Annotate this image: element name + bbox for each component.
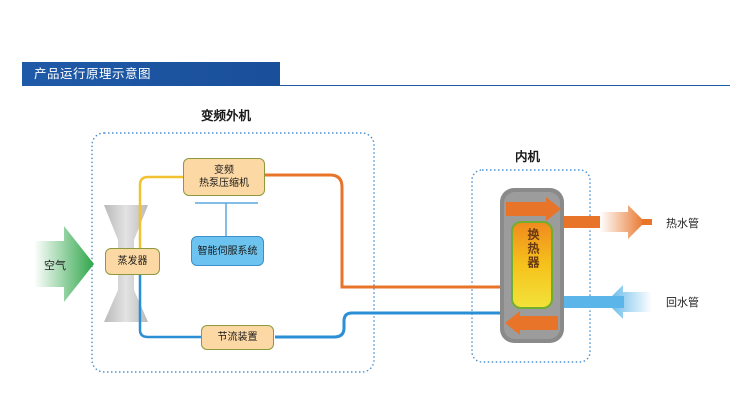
liquid-return-line <box>138 270 201 339</box>
tank-return-arrow <box>505 311 558 335</box>
header-divider <box>280 85 730 86</box>
servo-system-label: 智能伺服系统 <box>197 245 258 257</box>
compressor-label-line1: 变频 <box>214 165 234 176</box>
discharge-line <box>265 173 514 289</box>
return-water-pipe-label: 回水管 <box>666 296 699 309</box>
tank-hot-arrow <box>506 197 561 221</box>
heat-exchanger-core <box>511 221 553 309</box>
compressor-label-line2: 热泵压缩机 <box>199 178 249 189</box>
inner-unit-title: 内机 <box>515 149 541 164</box>
servo-system-box: 智能伺服系统 <box>191 236 264 266</box>
suction-line <box>138 175 184 258</box>
page-title: 产品运行原理示意图 <box>34 66 152 81</box>
inner-unit-frame <box>471 169 591 363</box>
compressor-box: 变频 热泵压缩机 <box>183 158 265 196</box>
outer-unit-title: 变频外机 <box>201 108 252 123</box>
hot-water-arrow <box>600 205 645 239</box>
air-label: 空气 <box>44 259 66 272</box>
throttle-label: 节流装置 <box>217 332 258 343</box>
throttle-box: 节流装置 <box>201 325 274 350</box>
hot-water-pipe-label: 热水管 <box>666 217 699 230</box>
liquid-line <box>275 311 514 339</box>
header-bar <box>22 62 280 86</box>
evaporator-label: 蒸发器 <box>117 256 148 267</box>
return-water-arrow <box>606 285 652 319</box>
outer-unit-frame <box>91 132 375 373</box>
evaporator-box: 蒸发器 <box>105 248 160 275</box>
heat-exchanger-label: 换热器 <box>526 228 540 270</box>
air-arrow <box>34 226 94 302</box>
